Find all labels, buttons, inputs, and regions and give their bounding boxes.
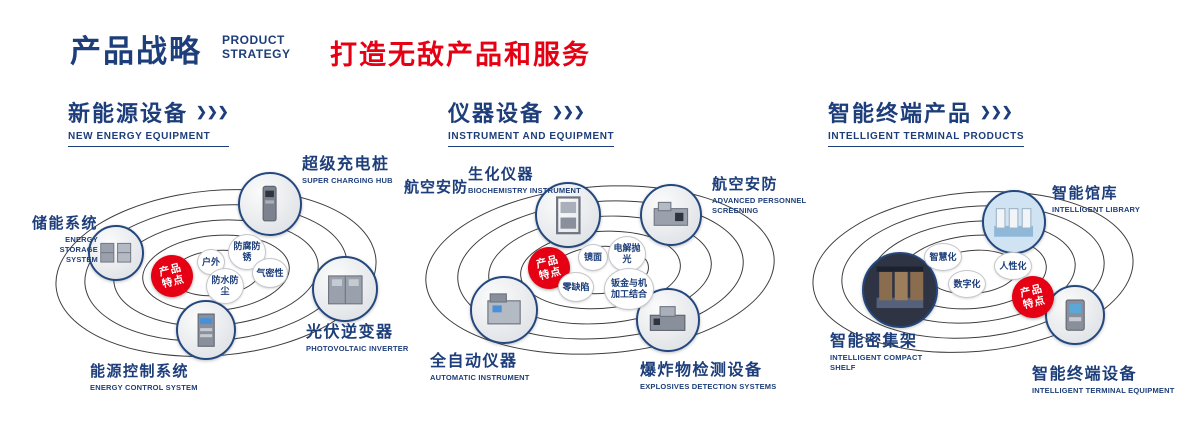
photovoltaic-inverter-image [312, 256, 378, 322]
triple-chevron-icon: ❯❯❯ [980, 104, 1013, 119]
automatic-instrument-image [470, 276, 538, 344]
intelligent-library-image [982, 190, 1046, 254]
item-cn: 航空安防 [712, 176, 779, 193]
feature-bubble: 数字化 [948, 270, 986, 298]
compact-shelf-icon [876, 266, 924, 309]
energy-storage-system-image [88, 225, 144, 281]
triple-chevron-icon: ❯❯❯ [552, 104, 585, 119]
item-cn: 光伏逆变器 [306, 324, 394, 341]
feature-bubble: 气密性 [252, 258, 288, 288]
intelligent-terminal-image [1045, 285, 1105, 345]
item-en: INTELLIGENT TERMINAL EQUIPMENT [1032, 386, 1175, 395]
item-en: ADVANCED PERSONNEL SCREENING [712, 196, 807, 216]
item-label-explosives-detection: 爆炸物检测设备 EXPLOSIVES DETECTION SYSTEMS [640, 356, 776, 392]
item-cn: 智能馆库 [1052, 185, 1119, 202]
section-title-cn: 仪器设备 [448, 101, 545, 126]
biochem-analyzer-icon [555, 196, 581, 234]
item-label-biochemistry: 生化仪器 BIOCHEMISTRY INSTRUMENT [468, 163, 608, 196]
item-label-energy-control-system: 能源控制系统 ENERGY CONTROL SYSTEM [90, 360, 198, 393]
section-title-en: NEW ENERGY EQUIPMENT [68, 131, 211, 142]
automatic-instrument-icon [487, 293, 521, 325]
item-cn: 全自动仪器 [430, 353, 518, 370]
item-en: EXPLOSIVES DETECTION SYSTEMS [640, 382, 777, 391]
page-title: 产品战略 [70, 34, 202, 69]
item-cn: 超级充电桩 [302, 156, 390, 173]
control-cabinet-icon [197, 313, 215, 347]
library-room-icon [994, 208, 1034, 238]
section-title-en: INTELLIGENT TERMINAL PRODUCTS [828, 131, 1025, 142]
item-cn: 能源控制系统 [90, 363, 190, 380]
feature-bubble: 智慧化 [924, 243, 962, 271]
item-en: ENERGY CONTROL SYSTEM [90, 383, 198, 392]
item-label-automatic-instrument: 全自动仪器 AUTOMATIC INSTRUMENT [430, 347, 530, 383]
item-label-compact-shelf: 智能密集架 INTELLIGENT COMPACT SHELF [830, 327, 926, 373]
charging-pile-icon [262, 186, 278, 222]
item-label-super-charging-hub: 超级充电桩 SUPER CHARGING HUB [302, 150, 393, 186]
biochemistry-instrument-image [535, 182, 601, 248]
section-title-cn: 新能源设备 [68, 101, 189, 126]
feature-bubble: 零缺陷 [558, 272, 594, 302]
section-title-new-energy: 新能源设备 ❯❯❯ NEW ENERGY EQUIPMENT [68, 96, 229, 147]
item-label-personnel-screening: 航空安防 ADVANCED PERSONNEL SCREENING [712, 173, 808, 216]
item-en: SUPER CHARGING HUB [302, 176, 393, 185]
item-cn: 智能密集架 [830, 333, 918, 350]
screening-machine-icon [653, 201, 689, 226]
terminal-kiosk-icon [1065, 299, 1085, 331]
feature-bubble: 钣金与机加工结合 [604, 268, 654, 310]
item-cn: 储能系统 [31, 215, 98, 232]
section-title-instrument: 仪器设备 ❯❯❯ INSTRUMENT AND EQUIPMENT [448, 96, 615, 147]
page-title-english-line1: PRODUCT [222, 33, 285, 47]
feature-bubble: 镜面 [578, 244, 608, 271]
item-en: ENERGY STORAGE SYSTEM [59, 235, 98, 265]
storage-cabinets-icon [100, 243, 132, 263]
personnel-screening-image [640, 184, 702, 246]
detection-system-icon [650, 306, 686, 332]
item-en: INTELLIGENT LIBRARY [1052, 205, 1141, 214]
item-label-intelligent-library: 智能馆库 INTELLIGENT LIBRARY [1052, 182, 1140, 215]
intelligent-compact-shelf-image [862, 252, 938, 328]
section-title-en: INSTRUMENT AND EQUIPMENT [448, 131, 615, 142]
inverter-cabinet-icon [327, 275, 363, 305]
item-en: BIOCHEMISTRY INSTRUMENT [468, 186, 581, 195]
feature-bubble: 防水防尘 [206, 268, 244, 304]
item-en: INTELLIGENT COMPACT SHELF [830, 353, 923, 373]
page-title-english-line2: STRATEGY [222, 47, 291, 62]
section-title-cn: 智能终端产品 [828, 101, 973, 126]
super-charging-hub-image [238, 172, 302, 236]
feature-bubble: 人性化 [994, 252, 1032, 280]
item-cn: 智能终端设备 [1032, 366, 1138, 383]
page-title-english: PRODUCT STRATEGY [222, 33, 290, 62]
item-cn: 爆炸物检测设备 [640, 362, 763, 379]
item-en: PHOTOVOLTAIC INVERTER [306, 344, 409, 353]
item-cn: 生化仪器 [468, 166, 535, 183]
item-label-photovoltaic-inverter: 光伏逆变器 PHOTOVOLTAIC INVERTER [306, 318, 409, 354]
energy-control-system-image [176, 300, 236, 360]
triple-chevron-icon: ❯❯❯ [196, 104, 229, 119]
feature-bubble: 电解抛光 [608, 236, 646, 272]
page-subtitle: 打造无敌产品和服务 [330, 40, 591, 70]
item-en: AUTOMATIC INSTRUMENT [430, 373, 530, 382]
section-title-intelligent-terminal: 智能终端产品 ❯❯❯ INTELLIGENT TERMINAL PRODUCTS [828, 96, 1025, 147]
side-label-aviation-security: 航空安防 [404, 179, 469, 196]
item-label-energy-storage: 储能系统 ENERGY STORAGE SYSTEM [14, 212, 98, 265]
item-label-terminal-equipment: 智能终端设备 INTELLIGENT TERMINAL EQUIPMENT [1032, 360, 1175, 396]
